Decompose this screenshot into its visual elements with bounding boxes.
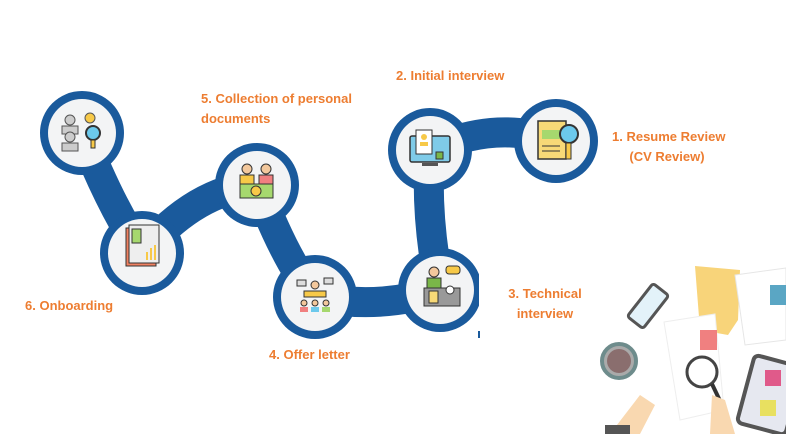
report-document-icon: [125, 224, 160, 267]
interview-desk-icon: [423, 265, 461, 307]
step-5-label-line1: 5. Collection of personal: [201, 91, 352, 106]
step-6-label: 6. Onboarding: [25, 298, 114, 313]
people-search-icon: [61, 112, 101, 152]
meeting-table-icon: [296, 277, 334, 312]
step-5-label: 5. Collection of personal documents: [201, 89, 352, 129]
step-3-label: 3. Technical interview: [500, 284, 590, 324]
step-1-label-line1: 1. Resume Review: [612, 129, 726, 144]
step-2-label: 2. Initial interview: [396, 68, 505, 83]
step-1-label-line2: (CV Review): [629, 149, 705, 164]
computer-profile-icon: [409, 129, 451, 166]
step-5-label-line2: documents: [201, 111, 271, 126]
step-3-label-line2: interview: [516, 306, 574, 321]
resume-magnifier-icon: [537, 120, 579, 160]
people-money-icon: [239, 163, 274, 199]
step-3-label-line1: 3. Technical: [508, 286, 582, 301]
step-4-label: 4. Offer letter: [269, 347, 350, 362]
resume-desk-illustration: [600, 266, 786, 434]
step-1-label: 1. Resume Review (CV Review): [612, 127, 726, 167]
